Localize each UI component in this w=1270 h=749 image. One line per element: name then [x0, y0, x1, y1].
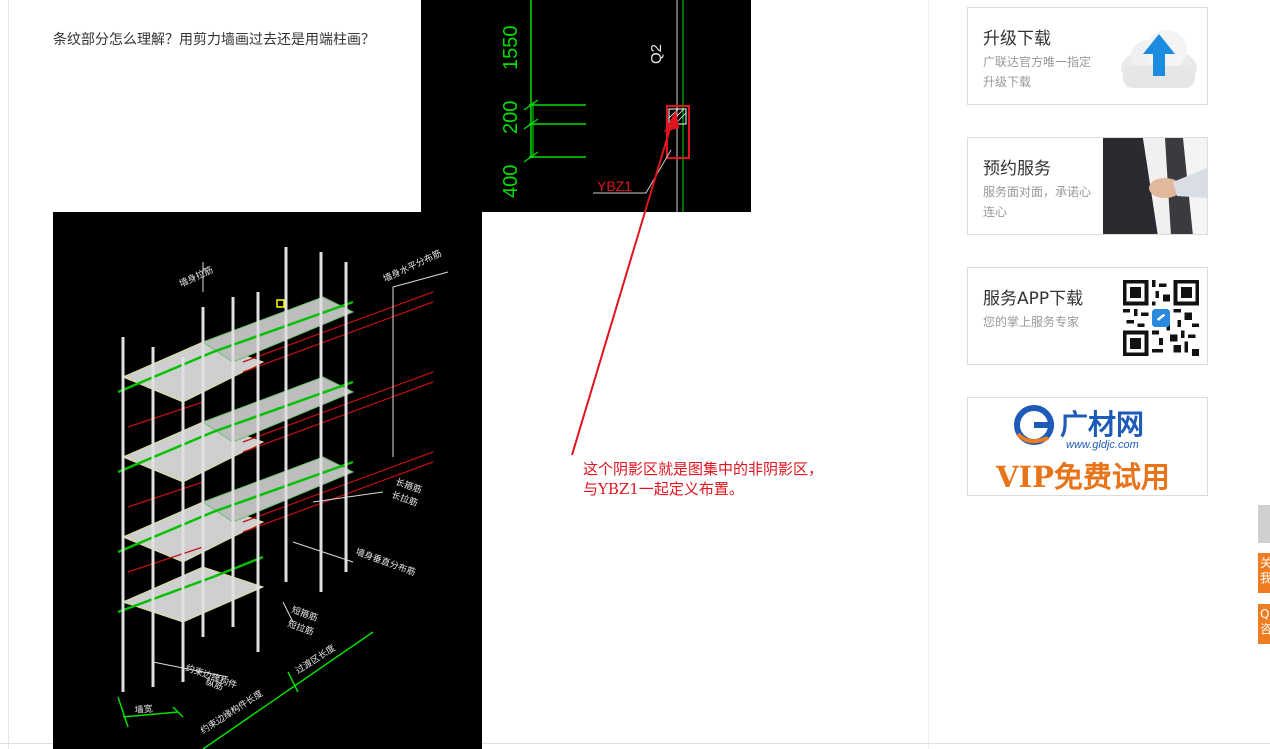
- side-tab-follow[interactable]: 关 我: [1258, 553, 1270, 593]
- side-tab-consult[interactable]: Q 咨: [1258, 604, 1270, 644]
- annotation-line-2: 与YBZ1一起定义布置。: [583, 480, 744, 498]
- cad3d-label-0: 墙身拉筋: [177, 264, 214, 289]
- banner-url: www.gldjc.com: [1066, 439, 1139, 451]
- gldjc-vip-banner[interactable]: 广材网 www.gldjc.com VIP免费试用: [967, 397, 1208, 496]
- service-app-title: 服务APP下载: [983, 289, 1084, 309]
- cad-dim-200: 200: [500, 101, 522, 134]
- cad3d-label-9: 墙宽: [134, 702, 153, 715]
- cad-plan-image[interactable]: 1550 200 400 Q2 YBZ1: [421, 0, 751, 212]
- column-divider: [928, 0, 929, 749]
- cad-column-label: YBZ1: [597, 178, 632, 194]
- side-tab-consult-label: Q 咨: [1260, 607, 1270, 636]
- cad3d-label-11: 过渡区长度: [293, 642, 337, 676]
- cad-wall-label: Q2: [648, 44, 665, 64]
- cad-dim-400: 400: [500, 165, 522, 198]
- qr-code-icon: [1123, 280, 1199, 356]
- banner-brand: 广材网: [1060, 408, 1144, 441]
- appointment-service-title: 预约服务: [983, 159, 1051, 179]
- cad3d-label-4: 墙身垂直分布筋: [354, 546, 417, 578]
- service-app-card[interactable]: 服务APP下载 您的掌上服务专家: [967, 267, 1208, 365]
- post-annotation: 这个阴影区就是图集中的非阴影区， 与YBZ1一起定义布置。: [583, 459, 823, 499]
- upgrade-download-desc: 广联达官方唯一指定升级下载: [983, 55, 1092, 89]
- side-tab-top[interactable]: [1258, 505, 1270, 543]
- cad-dim-1550: 1550: [500, 26, 522, 71]
- appointment-service-card[interactable]: 预约服务 服务面对面，承诺心连心: [967, 137, 1208, 235]
- bottom-divider: [0, 743, 1270, 744]
- cad-3d-rebar-drawing: 墙身拉筋 墙身水平分布筋 长箍筋 长拉筋 墙身垂直分布筋 短箍筋 短拉筋 约束边…: [117, 247, 449, 749]
- cad3d-label-10: 约束边缘构件长度: [198, 687, 264, 735]
- post-question: 条纹部分怎么理解？用剪力墙画过去还是用端柱画？: [53, 32, 375, 48]
- upgrade-download-card[interactable]: 升级下载 广联达官方唯一指定升级下载: [967, 7, 1208, 105]
- handshake-image: [1103, 138, 1207, 234]
- cad3d-label-1: 墙身水平分布筋: [381, 247, 443, 284]
- annotation-line-1: 这个阴影区就是图集中的非阴影区，: [583, 460, 824, 478]
- left-divider: [8, 0, 9, 749]
- gldjc-logo: 广材网 www.gldjc.com VIP免费试用: [995, 405, 1170, 494]
- appointment-service-desc: 服务面对面，承诺心连心: [983, 185, 1092, 219]
- cloud-upload-icon: [1121, 30, 1197, 88]
- cad-3d-rebar-image[interactable]: 墙身拉筋 墙身水平分布筋 长箍筋 长拉筋 墙身垂直分布筋 短箍筋 短拉筋 约束边…: [53, 212, 482, 749]
- banner-promo: VIP免费试用: [995, 460, 1170, 494]
- service-app-desc: 您的掌上服务专家: [983, 315, 1080, 329]
- side-tab-follow-label: 关 我: [1260, 556, 1270, 585]
- upgrade-download-title: 升级下载: [983, 29, 1051, 49]
- cad-plan-drawing: 1550 200 400 Q2 YBZ1: [500, 0, 690, 212]
